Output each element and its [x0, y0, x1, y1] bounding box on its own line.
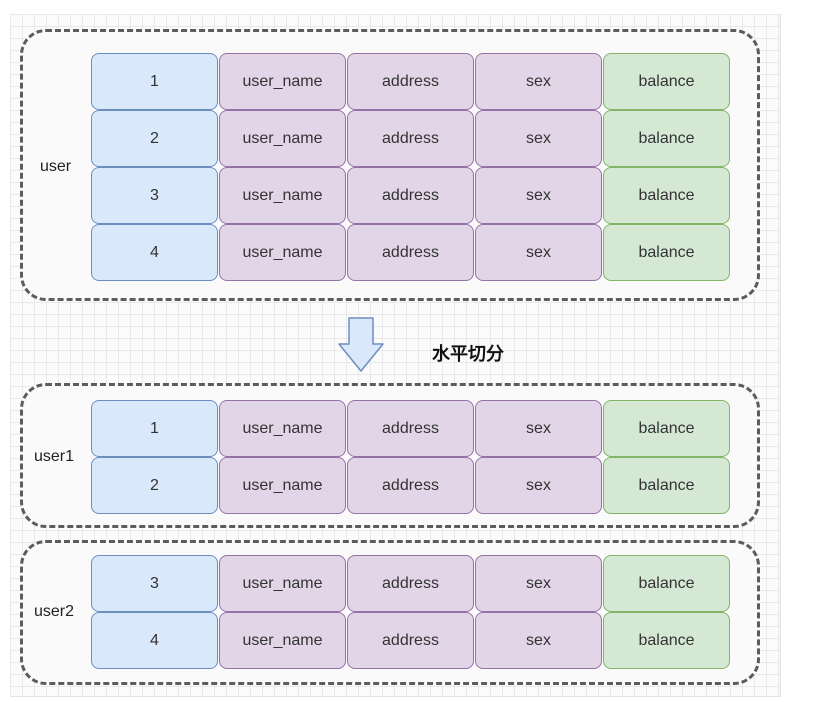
user-name-cell: user_name [219, 555, 346, 612]
table-row: 1 user_name address sex balance [91, 53, 731, 110]
address-cell: address [347, 167, 474, 224]
sex-cell: sex [475, 400, 602, 457]
user-name-cell: user_name [219, 167, 346, 224]
address-cell: address [347, 457, 474, 514]
table-row: 3 user_name address sex balance [91, 555, 731, 612]
id-cell: 3 [91, 167, 218, 224]
table-label-user2: user2 [34, 603, 75, 620]
sex-cell: sex [475, 167, 602, 224]
sex-cell: sex [475, 53, 602, 110]
table-row: 4 user_name address sex balance [91, 224, 731, 281]
id-cell: 1 [91, 53, 218, 110]
id-cell: 3 [91, 555, 218, 612]
table-row: 2 user_name address sex balance [91, 110, 731, 167]
user-name-cell: user_name [219, 612, 346, 669]
horizontal-split-label: 水平切分 [432, 344, 504, 364]
address-cell: address [347, 555, 474, 612]
table-row: 4 user_name address sex balance [91, 612, 731, 669]
table-row: 2 user_name address sex balance [91, 457, 731, 514]
table-label-user: user [40, 158, 72, 175]
sex-cell: sex [475, 110, 602, 167]
user-name-cell: user_name [219, 457, 346, 514]
id-cell: 2 [91, 457, 218, 514]
table-rows-user2: 3 user_name address sex balance 4 user_n… [91, 555, 731, 669]
balance-cell: balance [603, 555, 730, 612]
balance-cell: balance [603, 224, 730, 281]
balance-cell: balance [603, 110, 730, 167]
sex-cell: sex [475, 555, 602, 612]
user-name-cell: user_name [219, 224, 346, 281]
sex-cell: sex [475, 612, 602, 669]
id-cell: 4 [91, 612, 218, 669]
balance-cell: balance [603, 53, 730, 110]
sex-cell: sex [475, 457, 602, 514]
address-cell: address [347, 400, 474, 457]
id-cell: 2 [91, 110, 218, 167]
user-name-cell: user_name [219, 400, 346, 457]
address-cell: address [347, 53, 474, 110]
table-label-user1: user1 [34, 448, 75, 465]
user-name-cell: user_name [219, 110, 346, 167]
table-row: 1 user_name address sex balance [91, 400, 731, 457]
table-rows-user1: 1 user_name address sex balance 2 user_n… [91, 400, 731, 514]
address-cell: address [347, 224, 474, 281]
sex-cell: sex [475, 224, 602, 281]
id-cell: 1 [91, 400, 218, 457]
balance-cell: balance [603, 167, 730, 224]
down-arrow-icon [338, 317, 384, 372]
address-cell: address [347, 612, 474, 669]
table-rows-user: 1 user_name address sex balance 2 user_n… [91, 53, 731, 281]
balance-cell: balance [603, 612, 730, 669]
id-cell: 4 [91, 224, 218, 281]
balance-cell: balance [603, 457, 730, 514]
balance-cell: balance [603, 400, 730, 457]
table-row: 3 user_name address sex balance [91, 167, 731, 224]
user-name-cell: user_name [219, 53, 346, 110]
address-cell: address [347, 110, 474, 167]
